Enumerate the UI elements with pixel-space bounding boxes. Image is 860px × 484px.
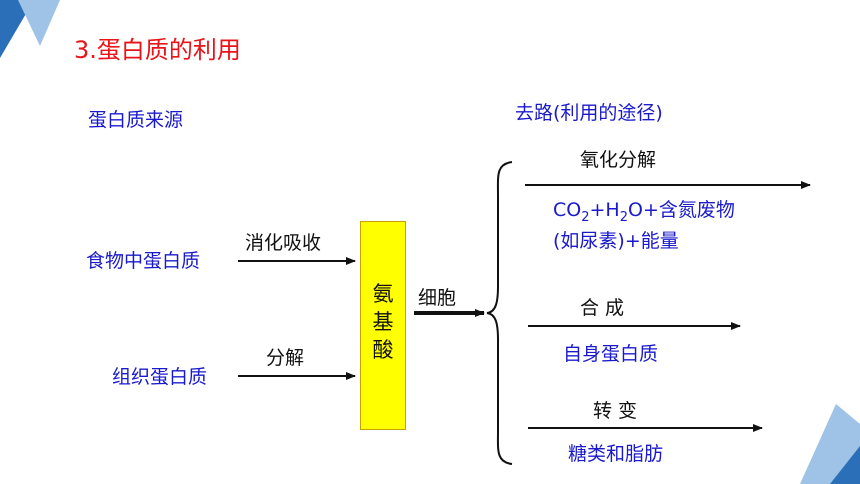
cell-label: 细胞 [418, 287, 457, 309]
fate-oxidation-result-line1: CO2+H2O+含氮废物 [553, 195, 735, 225]
corner-triangle-top-left-light [18, 0, 60, 46]
amino-acid-box: 氨 基 酸 [360, 221, 406, 430]
page-title: 3.蛋白质的利用 [74, 36, 241, 64]
digest-absorb-label: 消化吸收 [245, 232, 322, 254]
fate-synthesis-result: 自身蛋白质 [563, 343, 659, 365]
source-food: 食物中蛋白质 [86, 250, 201, 272]
fate-conversion-result: 糖类和脂肪 [568, 443, 664, 465]
fate-oxidation-result-line2: (如尿素)+能量 [553, 230, 679, 252]
formula-co: CO [553, 199, 582, 221]
amino-acid-label: 氨 基 酸 [361, 280, 405, 364]
decompose-label: 分解 [266, 347, 305, 369]
source-tissue: 组织蛋白质 [112, 366, 208, 388]
formula-sub-2a: 2 [581, 209, 590, 225]
fate-brace [486, 161, 513, 465]
amino-acid-char-2: 基 [372, 310, 394, 334]
formula-sub-2b: 2 [619, 209, 629, 225]
formula-plus-h: +H [589, 199, 620, 221]
fate-oxidation-label: 氧化分解 [580, 149, 657, 171]
corner-triangle-bottom-right-light [800, 404, 860, 484]
formula-rest: O+含氮废物 [628, 199, 735, 221]
fate-conversion-label: 转 变 [593, 400, 638, 422]
fate-synthesis-label: 合 成 [580, 297, 625, 319]
fate-heading: 去路(利用的途径) [515, 102, 663, 124]
amino-acid-char-3: 酸 [372, 338, 394, 362]
amino-acid-char-1: 氨 [372, 282, 394, 306]
source-heading: 蛋白质来源 [88, 109, 184, 131]
corner-triangle-bottom-right-dark [830, 446, 860, 484]
